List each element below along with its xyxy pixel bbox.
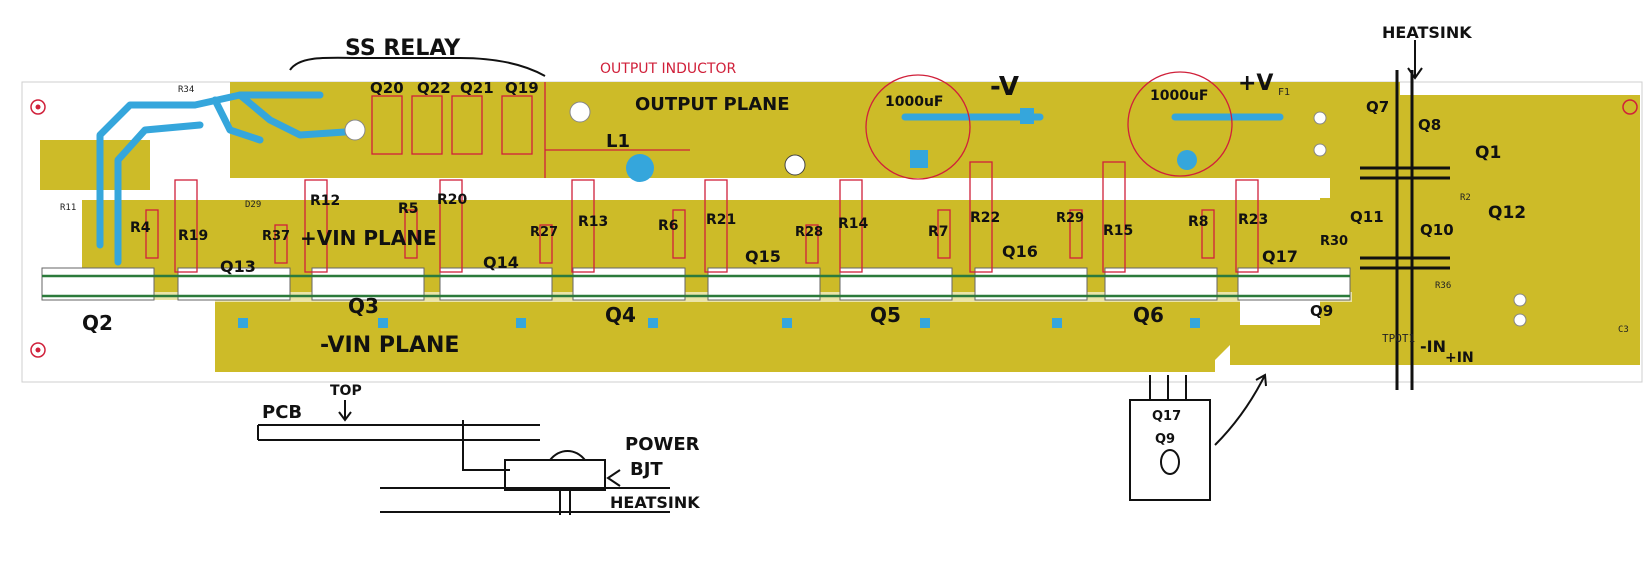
transistor-q10: Q10 <box>1420 221 1454 239</box>
minus-in-label: -IN <box>1420 337 1446 356</box>
resistor-outlines <box>145 71 1259 273</box>
silk-r11: R11 <box>60 203 76 213</box>
transistor-q1: Q1 <box>1475 143 1501 163</box>
silk-r34: R34 <box>178 85 194 95</box>
heatsink-top-label: HEATSINK <box>1382 23 1472 42</box>
minus-v-label: -V <box>990 72 1019 102</box>
relay-q20: Q20 <box>370 79 404 97</box>
resistor-r19: R19 <box>178 228 208 244</box>
resistor-r28: R28 <box>795 225 823 240</box>
bjt-mount-lines <box>42 274 1350 298</box>
transistor-q3: Q3 <box>348 294 379 318</box>
side-profile-sketch <box>257 400 670 515</box>
relay-q21: Q21 <box>460 79 494 97</box>
output-plane-area <box>230 82 1400 192</box>
tpot-label: TPOT1 <box>1382 332 1415 345</box>
minus-vin-plane-area <box>215 300 1240 372</box>
top-label: TOP <box>330 383 362 399</box>
inset-q17-label: Q17 <box>1152 409 1181 424</box>
resistor-r30: R30 <box>1320 234 1348 249</box>
resistor-r20: R20 <box>437 192 468 208</box>
resistor-r29: R29 <box>1056 211 1084 226</box>
minus-vin-plane-label: -VIN PLANE <box>320 333 459 358</box>
transistor-q4: Q4 <box>605 303 636 327</box>
heatsink-bottom-label: HEATSINK <box>610 493 700 512</box>
inset-q9-label: Q9 <box>1155 432 1175 447</box>
silk-r2: R2 <box>1460 193 1471 203</box>
transistor-q7: Q7 <box>1366 98 1389 116</box>
relay-q19: Q19 <box>505 79 539 97</box>
power-bjt-label-1: POWER <box>625 434 700 455</box>
resistor-r21: R21 <box>706 212 736 228</box>
silk-d29: D29 <box>245 200 261 210</box>
resistor-r12: R12 <box>310 193 340 209</box>
relay-bracket <box>289 56 546 77</box>
transistor-q6: Q6 <box>1133 303 1164 327</box>
resistor-r13: R13 <box>578 214 608 230</box>
resistor-r14: R14 <box>838 216 869 232</box>
blue-pads <box>626 108 1197 182</box>
transistor-q13: Q13 <box>220 257 256 276</box>
relay-q22: Q22 <box>417 79 451 97</box>
left-upper-plane <box>30 140 230 190</box>
transistor-q8: Q8 <box>1418 116 1441 134</box>
power-bjt-label-2: BJT <box>630 459 663 480</box>
cap-left-label: 1000uF <box>885 94 944 110</box>
inset-sketch <box>1129 373 1267 501</box>
silk-c3: C3 <box>1618 325 1629 335</box>
pcb-label: PCB <box>262 402 302 423</box>
f1-label: F1 <box>1278 87 1290 98</box>
resistor-r37: R37 <box>262 229 290 244</box>
resistor-r4: R4 <box>130 220 151 236</box>
transistor-q2: Q2 <box>82 311 113 335</box>
transistor-q14: Q14 <box>483 253 519 272</box>
resistor-r23: R23 <box>1238 212 1268 228</box>
transistor-q12: Q12 <box>1488 203 1526 223</box>
resistor-r22: R22 <box>970 210 1000 226</box>
power-bjt-row <box>41 267 1351 301</box>
transistor-q11: Q11 <box>1350 208 1384 226</box>
cap-right-label: 1000uF <box>1150 88 1209 104</box>
plus-vin-plane-label: +VIN PLANE <box>300 226 437 250</box>
l1-label: L1 <box>606 131 630 152</box>
heatsink-arrow <box>1407 40 1423 80</box>
resistor-r8: R8 <box>1188 214 1209 230</box>
blue-traces <box>96 91 1284 266</box>
resistor-r6: R6 <box>658 218 679 234</box>
ss-relay-label: SS RELAY <box>345 36 461 61</box>
silk-r36: R36 <box>1435 281 1451 291</box>
resistor-r15: R15 <box>1103 223 1133 239</box>
heatsink-bar <box>1360 70 1450 390</box>
transistor-q16: Q16 <box>1002 242 1038 261</box>
transistor-q15: Q15 <box>745 247 781 266</box>
pcb-pads <box>30 99 1638 358</box>
plus-v-label: +V <box>1238 71 1273 96</box>
resistor-r5: R5 <box>398 201 419 217</box>
resistor-r27: R27 <box>530 225 558 240</box>
transistor-q17: Q17 <box>1262 247 1298 266</box>
transistor-q5: Q5 <box>870 303 901 327</box>
resistor-r7: R7 <box>928 224 949 240</box>
output-inductor-label: OUTPUT INDUCTOR <box>600 61 736 77</box>
transistor-q9: Q9 <box>1310 302 1333 320</box>
output-plane-label: OUTPUT PLANE <box>635 94 790 115</box>
plus-in-label: +IN <box>1445 350 1474 366</box>
